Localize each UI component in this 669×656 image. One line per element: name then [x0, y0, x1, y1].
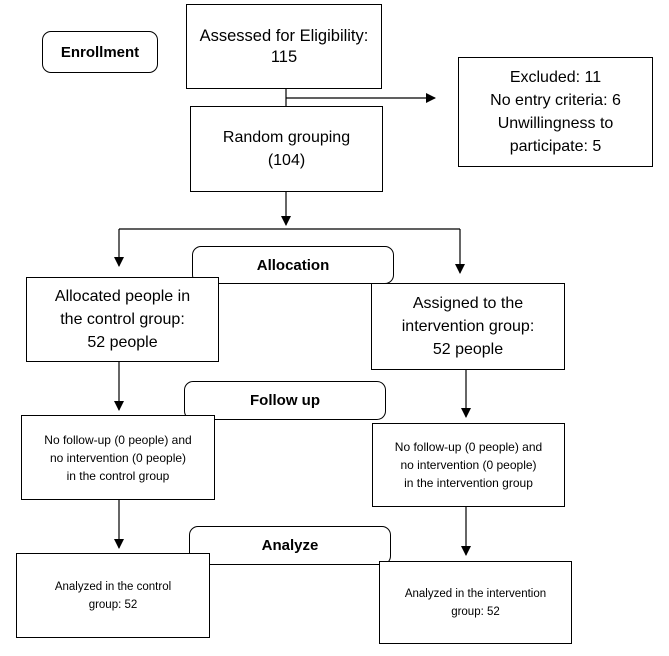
follow-up-label: Follow up	[184, 381, 386, 420]
excluded-box: Excluded: 11 No entry criteria: 6 Unwill…	[458, 57, 653, 167]
control-allocation-count: 52 people	[87, 334, 158, 351]
random-grouping-count: (104)	[267, 152, 306, 169]
random-grouping-box: Random grouping (104)	[190, 106, 383, 192]
excluded-total: Excluded: 11	[509, 69, 602, 86]
intervention-allocation-count: 52 people	[432, 341, 504, 358]
follow-up-text: Follow up	[250, 392, 320, 409]
control-follow-up-box: No follow-up (0 people) and no intervent…	[21, 415, 215, 500]
intervention-follow-up-line-2: no intervention (0 people)	[400, 458, 537, 472]
intervention-allocation-box: Assigned to the intervention group: 52 p…	[371, 283, 565, 370]
analyze-text: Analyze	[261, 537, 319, 554]
intervention-follow-up-box: No follow-up (0 people) and no intervent…	[372, 423, 565, 507]
control-analysis-line-1: Analyzed in the control	[54, 580, 172, 593]
control-allocation-line-2: the control group:	[60, 311, 185, 328]
allocation-label: Allocation	[192, 246, 394, 284]
eligibility-count: 115	[270, 47, 298, 66]
control-follow-up-line-3: in the control group	[66, 468, 170, 483]
control-analysis-line-2: group: 52	[88, 598, 138, 611]
intervention-allocation-line-2: intervention group:	[401, 318, 535, 335]
control-analysis-box: Analyzed in the control group: 52	[16, 553, 210, 638]
intervention-follow-up-line-1: No follow-up (0 people) and	[394, 440, 543, 454]
control-allocation-box: Allocated people in the control group: 5…	[26, 277, 219, 362]
intervention-analysis-box: Analyzed in the intervention group: 52	[379, 561, 572, 644]
excluded-unwillingness-line-2: participate: 5	[509, 138, 602, 155]
intervention-allocation-line-1: Assigned to the	[412, 295, 524, 312]
intervention-follow-up-line-3: in the intervention group	[404, 476, 533, 490]
control-allocation-line-1: Allocated people in	[54, 288, 191, 305]
eligibility-box: Assessed for Eligibility: 115	[186, 4, 382, 89]
excluded-unwillingness-line-1: Unwillingness to	[497, 115, 614, 132]
analyze-label: Analyze	[189, 526, 391, 565]
allocation-text: Allocation	[256, 256, 330, 274]
enrollment-text: Enrollment	[60, 43, 140, 61]
eligibility-line-1: Assessed for Eligibility:	[199, 26, 369, 45]
excluded-no-entry-criteria: No entry criteria: 6	[490, 92, 621, 109]
intervention-analysis-line-2: group: 52	[451, 605, 500, 618]
control-follow-up-line-2: no intervention (0 people)	[49, 450, 187, 465]
enrollment-label: Enrollment	[42, 31, 158, 73]
intervention-analysis-line-1: Analyzed in the intervention	[404, 587, 547, 600]
control-follow-up-line-1: No follow-up (0 people) and	[44, 432, 192, 447]
random-grouping-title: Random grouping	[222, 129, 351, 146]
